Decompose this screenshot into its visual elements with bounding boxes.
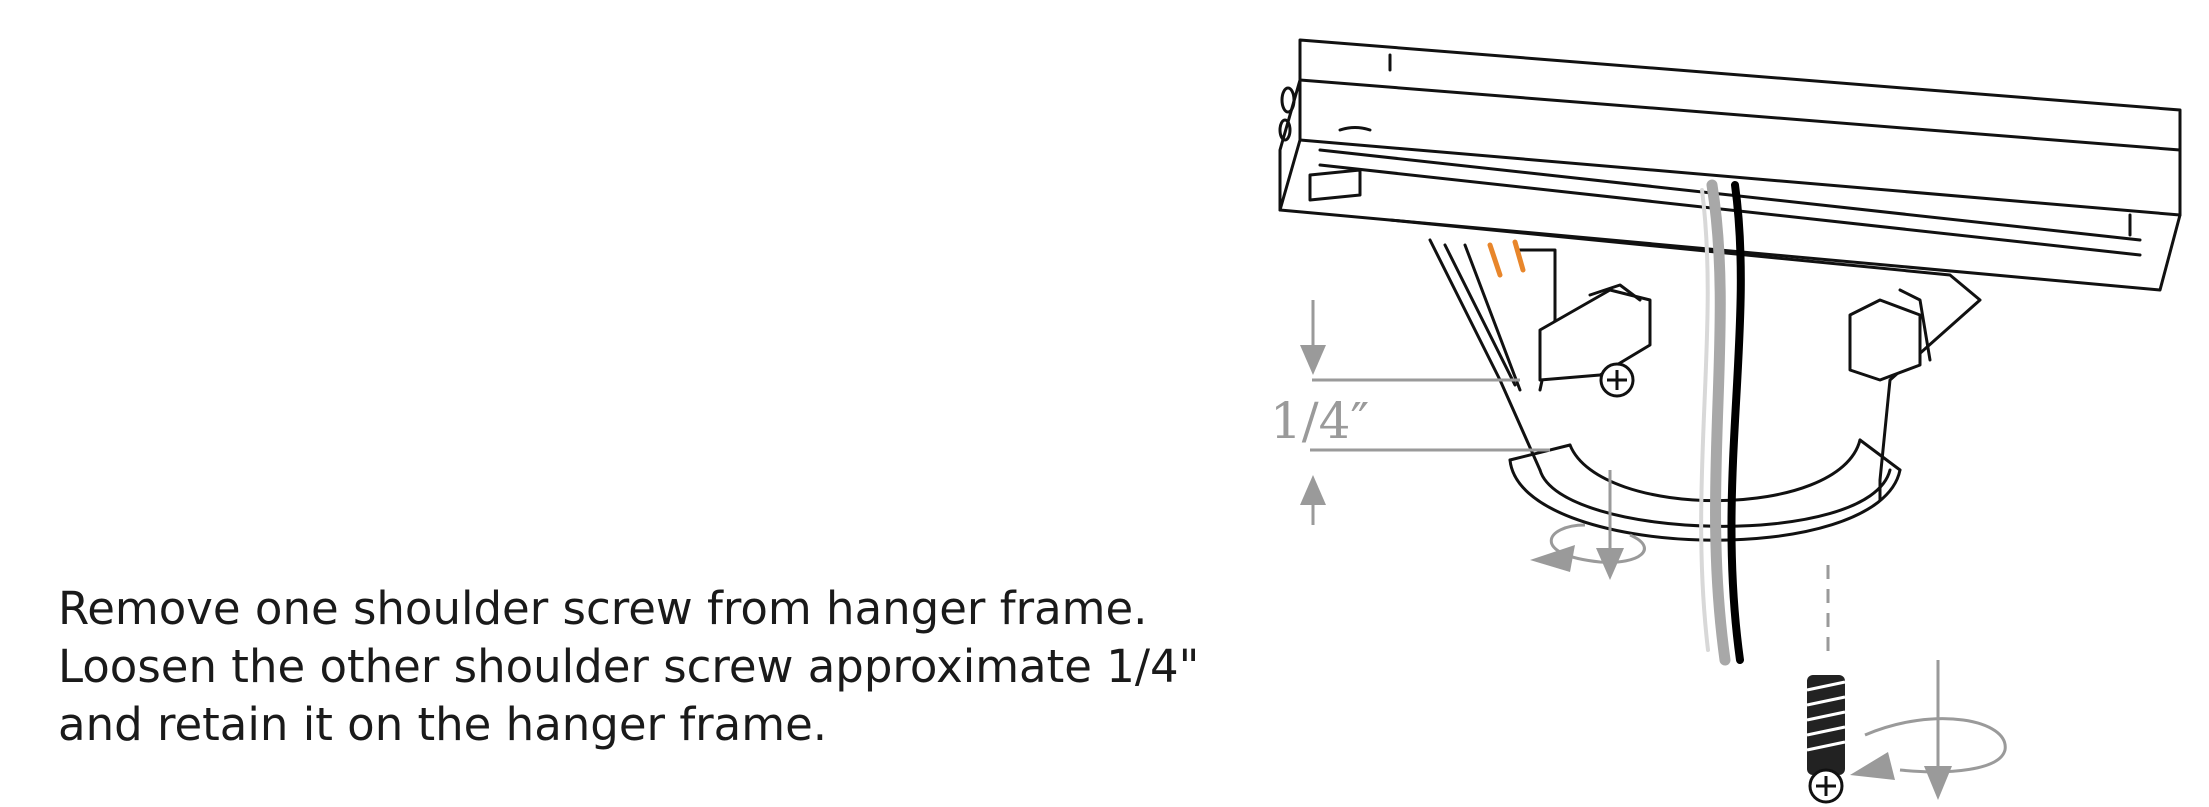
rotate-arrow-icon [1530,470,1646,580]
rotate-arrow-icon [1850,660,2007,800]
wires [1487,179,1745,666]
dimension-label: 1/4″ [1270,392,1369,450]
retained-screw-icon [1599,362,1635,398]
dimension-annotation [1300,300,1550,525]
instruction-line-3: and retain it on the hanger frame. [58,698,828,751]
collar-ring [1508,438,1902,542]
hanger-frame-bar [1278,38,2182,292]
mounting-bracket [1388,218,1982,502]
removed-screw-icon [1806,565,1846,804]
instruction-line-2: Loosen the other shoulder screw approxim… [58,640,1200,693]
instruction-line-1: Remove one shoulder screw from hanger fr… [58,582,1148,635]
instruction-text: Remove one shoulder screw from hanger fr… [58,580,1358,754]
